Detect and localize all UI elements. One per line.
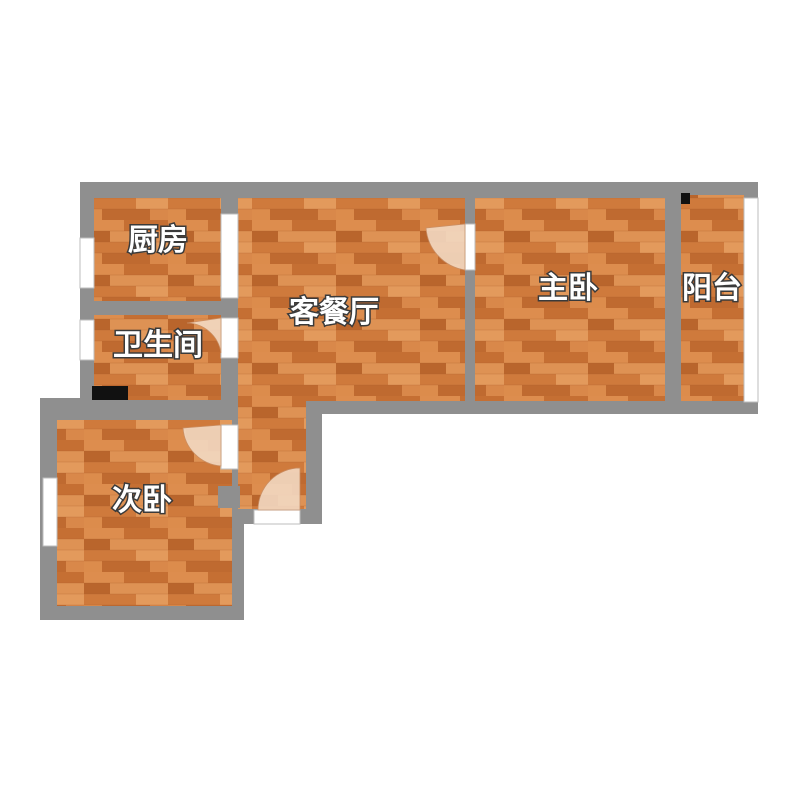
second-bedroom-door: [220, 424, 239, 470]
wall-nib: [218, 486, 240, 508]
bathroom-door: [220, 317, 239, 359]
bathroom-floor: [94, 315, 221, 400]
master-bedroom-floor: [475, 198, 665, 401]
bathroom-label: 卫生间: [113, 328, 203, 363]
door-swings: [182, 223, 466, 511]
doors: [220, 213, 476, 470]
kitchen-door: [220, 213, 239, 299]
kitchen-floor: [94, 198, 221, 301]
master-bedroom-door: [464, 223, 476, 271]
second-bedroom-label: 次卧: [112, 483, 172, 518]
bathroom-window: [79, 319, 95, 361]
second-bedroom-window: [42, 477, 58, 547]
bathroom-door-swing: [186, 317, 222, 354]
entrance-door-swing: [257, 467, 301, 511]
room-labels: 厨房 卫生间 客餐厅 主卧 阳台 次卧: [111, 222, 744, 520]
kitchen-window: [79, 237, 95, 289]
second-bedroom-door-swing: [182, 424, 222, 467]
master-bedroom-label: 主卧: [538, 271, 598, 306]
floors: [57, 195, 744, 606]
windows: [42, 197, 759, 547]
living-dining-label: 客餐厅: [289, 295, 379, 330]
balcony-window: [743, 197, 759, 403]
balcony-floor: [681, 195, 744, 401]
entrance-opening: [253, 509, 301, 525]
balcony-label: 阳台: [682, 271, 742, 306]
living-door-swing: [425, 223, 466, 271]
kitchen-label: 厨房: [128, 223, 188, 258]
drain-marker: [681, 193, 690, 204]
pipe-shaft: [92, 386, 128, 400]
